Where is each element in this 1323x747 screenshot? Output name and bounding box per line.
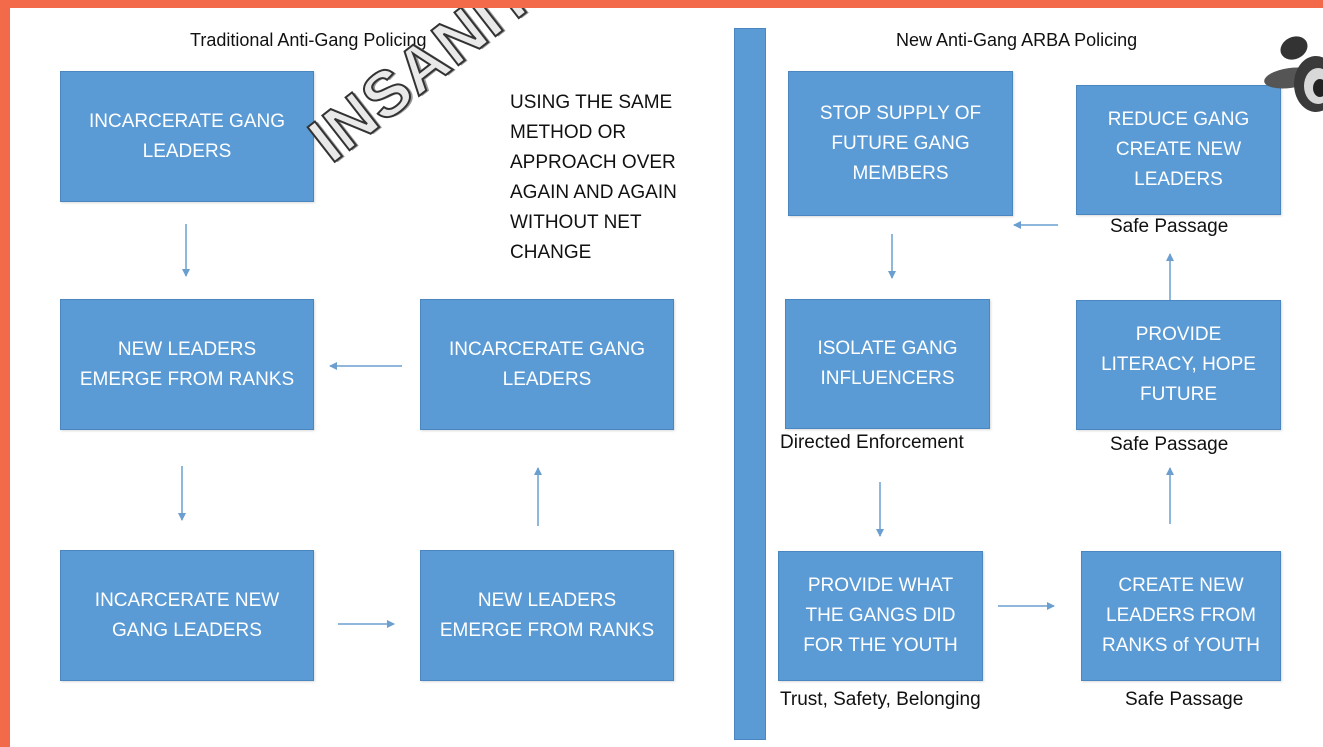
right-box-provide-literacy: PROVIDE LITERACY, HOPE FUTURE — [1076, 300, 1281, 430]
flow-arrows — [178, 221, 1174, 628]
right-box-stop-supply: STOP SUPPLY OF FUTURE GANG MEMBERS — [788, 71, 1013, 216]
left-box-incarcerate-leaders-top: INCARCERATE GANG LEADERS — [60, 71, 314, 202]
left-box-new-leaders-bottom: NEW LEADERS EMERGE FROM RANKS — [420, 550, 674, 681]
left-box-new-leaders-middle: NEW LEADERS EMERGE FROM RANKS — [60, 299, 314, 430]
caption-directed-enforcement: Directed Enforcement — [780, 432, 964, 453]
section-divider — [734, 28, 766, 740]
caption-trust-safety-belonging: Trust, Safety, Belonging — [780, 689, 981, 710]
caption-safe-passage-top: Safe Passage — [1110, 216, 1229, 237]
right-box-create-new-leaders: CREATE NEW LEADERS FROM RANKS of YOUTH — [1081, 551, 1281, 681]
diagram-canvas: Traditional Anti-Gang Policing New Anti-… — [10, 8, 1323, 747]
left-box-incarcerate-leaders-right: INCARCERATE GANG LEADERS — [420, 299, 674, 430]
left-box-incarcerate-new-leaders: INCARCERATE NEW GANG LEADERS — [60, 550, 314, 681]
caption-safe-passage-bottom: Safe Passage — [1125, 689, 1244, 710]
right-box-isolate-influencers: ISOLATE GANG INFLUENCERS — [785, 299, 990, 429]
right-box-reduce-gang: REDUCE GANG CREATE NEW LEADERS — [1076, 85, 1281, 215]
right-title: New Anti-Gang ARBA Policing — [896, 30, 1138, 50]
right-box-provide-what-gangs-did: PROVIDE WHAT THE GANGS DID FOR THE YOUTH — [778, 551, 983, 681]
insanity-definition: USING THE SAME METHOD OR APPROACH OVER A… — [510, 92, 677, 263]
mascot-graphic — [1264, 36, 1323, 112]
left-title: Traditional Anti-Gang Policing — [190, 30, 427, 50]
caption-safe-passage-middle: Safe Passage — [1110, 434, 1229, 455]
